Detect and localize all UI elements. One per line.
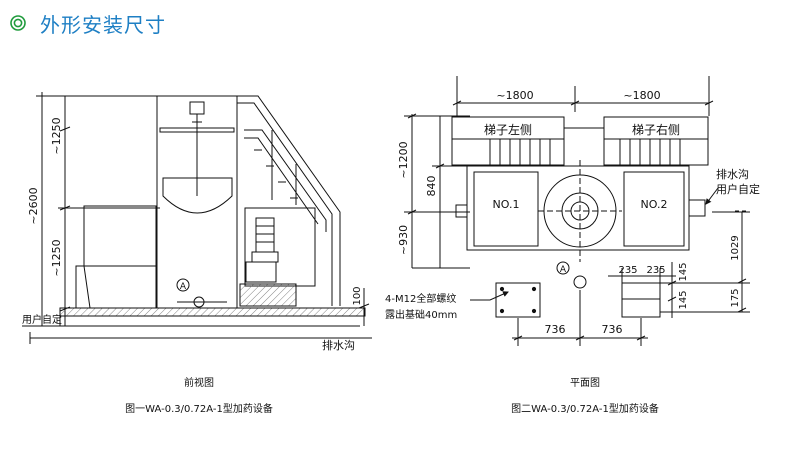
tank-no2-label: NO.2 [641,198,668,211]
dim-145-b: 145 [678,290,689,309]
dim-bottom-1250: ~1250 [50,239,63,276]
dim-145-a: 145 [678,262,689,281]
dim-1200: ~1200 [397,141,410,178]
front-view-name: 前视图 [184,376,214,389]
tank-no1 [473,171,539,247]
bolt-hole [499,308,505,314]
dim-tick [704,100,714,106]
tank-bowl [162,177,233,214]
dim-736-a: 736 [545,323,566,336]
drain-outlet [193,296,205,308]
pump-motor [255,217,275,253]
dim-tick [636,335,646,341]
marker-a-plan-circle [556,261,570,275]
bolt-circle [573,275,587,289]
drain-ditch-label: 排水沟 [322,338,355,352]
dim-tick [737,278,747,284]
bolt-hole [531,308,537,314]
ladder-right [603,116,709,166]
user-defined-label: 用户自定 [22,313,62,326]
marker-a-plan-label: A [560,265,567,275]
dim-tick [513,335,523,341]
marker-a-label: A [180,282,187,292]
ladder-left [451,116,565,166]
handrail-inner [237,102,333,306]
plan-view-caption: 图二WA-0.3/0.72A-1型加药设备 [511,402,659,415]
dim-tick [452,100,462,106]
ladder-left-label: 梯子左侧 [484,122,532,137]
dim-840: 840 [425,176,438,197]
bolt-note-line2: 露出基础40mm [385,308,457,321]
dim-235-a: 235 [618,265,637,276]
double-circle-icon [10,15,26,31]
tank-no2 [623,171,685,247]
dim-left-1800: ~1800 [496,89,533,102]
base-edge [76,265,91,309]
dim-175: 175 [730,288,741,307]
dim-right-1800: ~1800 [623,89,660,102]
dim-1029: 1029 [730,235,741,260]
dim-tick [667,280,677,286]
dim-100-tick [358,303,370,309]
section-heading: 外形安装尺寸 [10,8,166,38]
dim-tick [435,163,445,169]
cabinet [83,205,157,267]
handrail-outer [237,95,341,306]
bolt-leader [470,291,509,301]
dim-top-1250: ~1250 [50,117,63,154]
dim-100: 100 [352,286,363,305]
drain-outlet-plan [688,199,706,217]
front-view-caption: 图一WA-0.3/0.72A-1型加药设备 [125,402,273,415]
tank-no1-label: NO.1 [493,198,520,211]
dim-tick [667,296,677,302]
pump-foundation [239,283,297,307]
dim-tick [737,307,747,313]
drain-leader [705,187,719,205]
drain-ditch-plan-label: 排水沟 [716,167,749,181]
bolt-hole [531,286,537,292]
section-title: 外形安装尺寸 [40,12,166,37]
inlet-stub [455,204,468,218]
dim-736-b: 736 [602,323,623,336]
stair-stringer [244,137,319,225]
dim-total-2600: ~2600 [27,187,40,224]
user-defined-plan-label: 用户自定 [716,182,760,196]
foundation-slab [59,307,366,317]
stair-rail [244,129,327,232]
tank-base [75,265,157,309]
dim-tick [407,209,417,215]
plan-view-name: 平面图 [570,377,600,389]
dim-930: ~930 [397,225,410,255]
pump-body [245,261,277,283]
ladder-right-label: 梯子右侧 [632,122,680,137]
front-view [22,92,372,344]
motor-head [189,101,205,115]
dim-tick-2 [59,205,71,211]
dim-tick-1 [59,126,71,132]
bolt-note-line1: 4-M12全部螺纹 [385,292,456,305]
pump-base [251,251,279,263]
marker-a-circle [176,278,190,292]
dim-tick [575,335,585,341]
base-pad-left [495,282,541,318]
dim-tick [570,100,580,106]
dim-tick [407,113,417,119]
plan-view [404,76,750,346]
dim-235-b: 235 [646,265,665,276]
base-pad-right [621,282,661,318]
bolt-hole [499,286,505,292]
